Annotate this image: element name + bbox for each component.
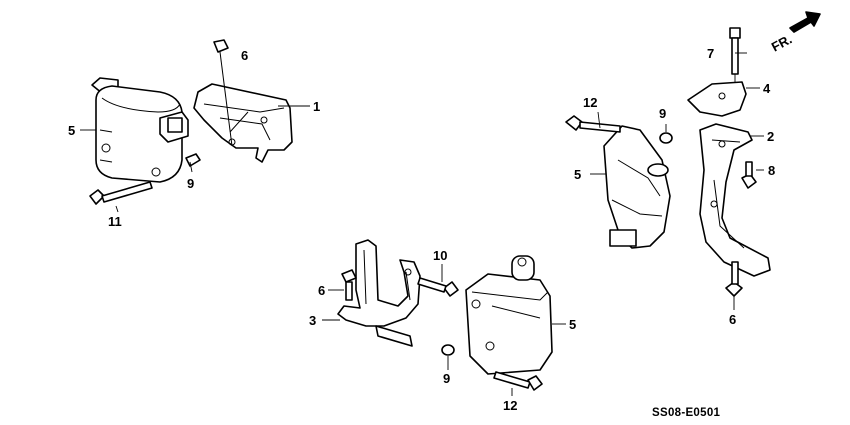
bolt-7 (729, 27, 741, 88)
diagram-code: SS08-E0501 (652, 407, 721, 419)
bolt-6-top (213, 39, 233, 147)
callout-6-right: 6 (729, 312, 736, 327)
callout-12-right: 12 (583, 95, 597, 110)
callout-5-bottom: 5 (569, 317, 576, 332)
callout-11: 11 (108, 214, 122, 229)
callout-1: 1 (313, 99, 320, 114)
callout-9-right: 9 (659, 106, 666, 121)
washer-9-bottom (441, 344, 455, 356)
bolt-12-bottom (493, 371, 543, 391)
callout-10: 10 (433, 248, 447, 263)
callout-8: 8 (768, 163, 775, 178)
fr-arrow (789, 11, 821, 33)
callout-12-bottom: 12 (503, 398, 517, 413)
bracket-3 (337, 239, 421, 347)
callout-4: 4 (763, 81, 771, 96)
callout-6-bottom: 6 (318, 283, 325, 298)
ignition-coil-right (603, 125, 671, 249)
bolt-12-right (565, 115, 621, 133)
callout-7: 7 (707, 46, 714, 61)
callout-6-top: 6 (241, 48, 248, 63)
callout-5-left: 5 (68, 123, 75, 138)
bolt-6-right (725, 261, 743, 297)
callout-3: 3 (309, 313, 316, 328)
bolt-11 (89, 181, 153, 205)
stay-4 (687, 81, 747, 117)
bolt-8 (741, 161, 757, 189)
callout-2: 2 (767, 129, 774, 144)
callout-9-bottom: 9 (443, 371, 450, 386)
bolt-10 (417, 277, 459, 297)
ignition-coil-bottom (465, 255, 553, 375)
front-direction-label: FR. (769, 31, 795, 54)
callout-5-right: 5 (574, 167, 581, 182)
bolt-6-bottom (341, 269, 357, 301)
bracket-2 (699, 123, 771, 277)
bracket-1 (193, 83, 293, 163)
washer-9-right (659, 132, 673, 144)
ignition-coil-left (91, 77, 189, 183)
washer-9-left (185, 153, 201, 167)
callout-9-left: 9 (187, 176, 194, 191)
